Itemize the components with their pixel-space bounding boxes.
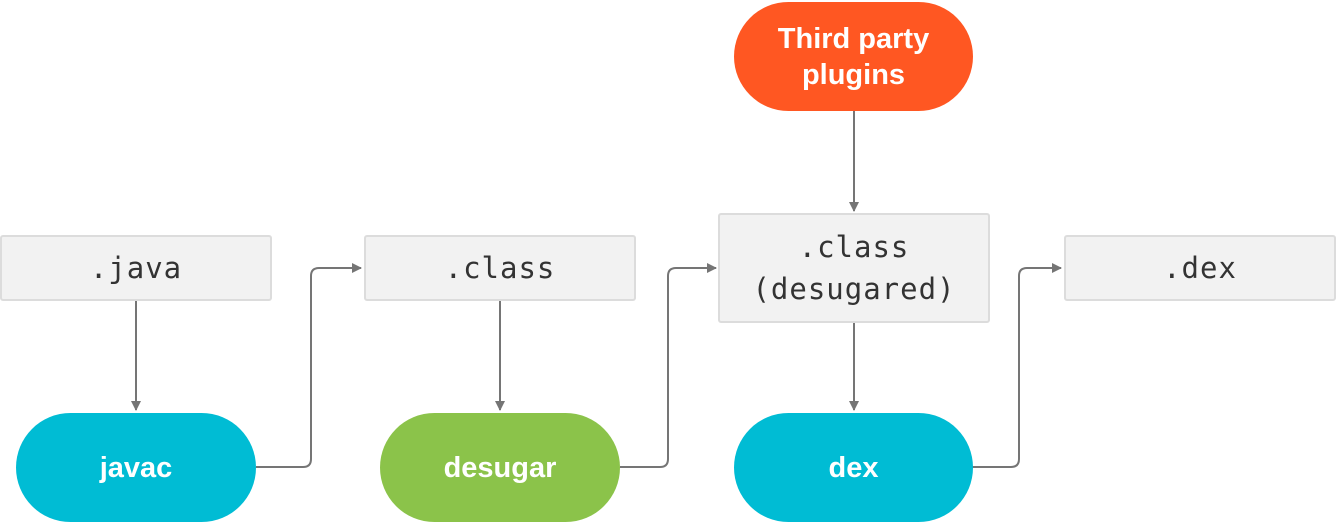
arrow-dex-to-dex-file bbox=[972, 263, 1062, 468]
dex-file-label: .dex bbox=[1163, 251, 1237, 285]
arrow-javac-to-class bbox=[256, 263, 362, 468]
java-file-box: .java bbox=[0, 235, 272, 301]
dex-tool-pill: dex bbox=[734, 413, 973, 522]
desugar-tool-label: desugar bbox=[443, 451, 557, 484]
javac-tool-pill: javac bbox=[16, 413, 256, 522]
dex-tool-label: dex bbox=[828, 451, 879, 484]
arrow-desugar-to-class-desugared bbox=[620, 263, 717, 468]
dex-file-box: .dex bbox=[1064, 235, 1336, 301]
third-party-plugins-pill: Third party plugins bbox=[734, 2, 973, 111]
desugar-tool-pill: desugar bbox=[380, 413, 620, 522]
class-desugared-file-label: .class (desugared) bbox=[752, 230, 956, 306]
class-file-box: .class bbox=[364, 235, 636, 301]
javac-tool-label: javac bbox=[99, 451, 173, 484]
class-file-label: .class bbox=[444, 251, 556, 285]
third-party-plugins-label: Third party plugins bbox=[777, 22, 930, 91]
java-file-label: .java bbox=[89, 251, 183, 285]
class-desugared-file-box: .class (desugared) bbox=[718, 213, 990, 323]
